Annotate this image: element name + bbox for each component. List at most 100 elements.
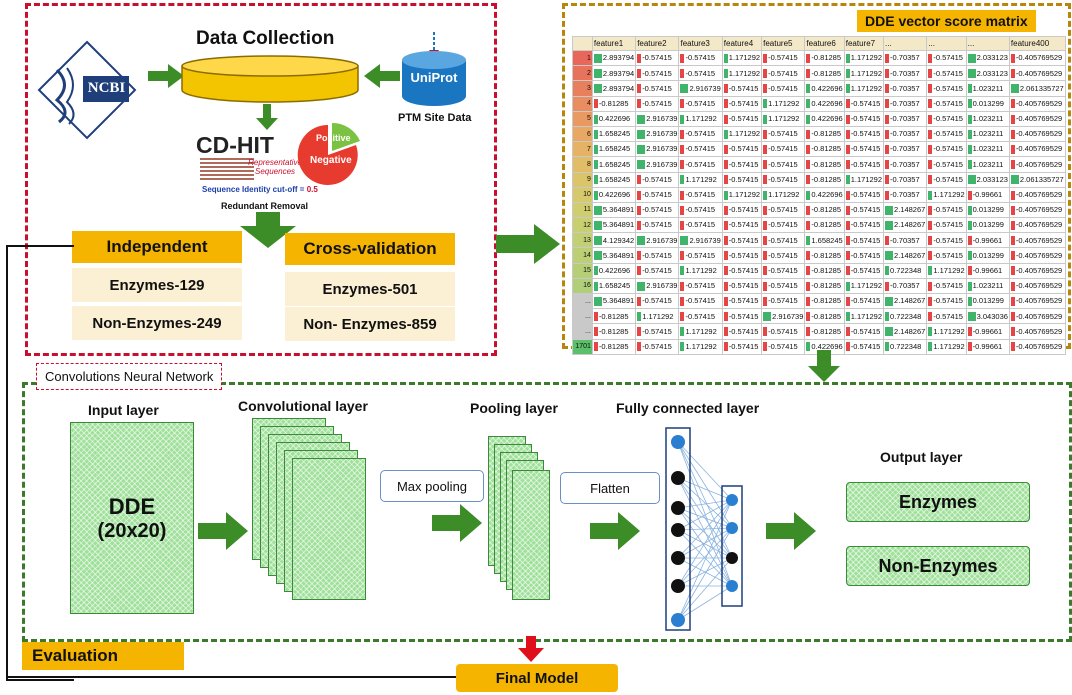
matrix-cell-bar	[885, 99, 890, 109]
matrix-cell: 1.171292	[761, 95, 806, 112]
matrix-cell-value: 5.364891	[602, 296, 635, 306]
matrix-cell: -0.57415	[721, 262, 763, 279]
matrix-header-cell: feature5	[761, 36, 806, 51]
matrix-cell: -0.405769529	[1008, 232, 1067, 249]
matrix-cell: -0.57415	[721, 247, 763, 264]
matrix-cell-value: 2.916739	[646, 114, 678, 124]
matrix-cell-value: -0.81285	[598, 326, 629, 336]
matrix-cell-bar	[763, 114, 768, 124]
matrix-cell-bar	[967, 69, 976, 79]
matrix-cell: -0.405769529	[1008, 125, 1067, 143]
matrix-cell-value: -0.405769529	[1015, 129, 1063, 139]
matrix-cell-value: -0.70357	[890, 53, 920, 63]
matrix-cell-bar	[763, 236, 768, 246]
matrix-cell: -0.70357	[883, 186, 928, 203]
matrix-cell: -0.57415	[721, 308, 763, 325]
matrix-cell-bar	[637, 296, 642, 306]
matrix-cell: 1.171292	[926, 338, 967, 355]
matrix-cell-value: -0.57415	[933, 235, 963, 245]
matrix-cell-bar	[680, 160, 685, 170]
matrix-cell-value: -0.70357	[890, 190, 920, 200]
matrix-cell-value: -0.57415	[768, 68, 798, 78]
matrix-cell-bar	[806, 53, 811, 63]
matrix-cell-value: -0.405769529	[1015, 341, 1063, 351]
matrix-cell: -0.57415	[843, 95, 885, 112]
matrix-cell-value: -0.57415	[685, 296, 716, 306]
matrix-cell: -0.57415	[843, 232, 885, 249]
matrix-cell: -0.57415	[721, 171, 763, 188]
matrix-cell: -0.70357	[883, 49, 928, 67]
matrix-cell-value: -0.57415	[685, 281, 716, 291]
matrix-cell: -0.57415	[843, 156, 885, 173]
matrix-cell: -0.57415	[926, 156, 967, 173]
matrix-cell: -0.405769529	[1008, 217, 1067, 234]
matrix-cell: -0.57415	[761, 141, 806, 158]
matrix-cell: -0.57415	[635, 217, 680, 234]
matrix-cell-bar	[928, 266, 933, 276]
matrix-cell: 1.023211	[965, 156, 1010, 173]
matrix-cell-bar	[928, 220, 933, 230]
matrix-cell-value: 0.422696	[598, 190, 631, 200]
matrix-cell-value: -0.57415	[850, 341, 881, 351]
matrix-cell: -0.57415	[926, 49, 967, 67]
cnn-panel	[22, 382, 1072, 642]
matrix-cell: 0.013299	[965, 292, 1010, 310]
matrix-row-label: 1701	[572, 338, 593, 355]
matrix-cell-bar	[637, 114, 646, 124]
matrix-cell-value: -0.57415	[728, 159, 759, 169]
matrix-cell-value: 1.658245	[598, 174, 631, 184]
matrix-cell-value: -0.57415	[642, 53, 672, 63]
matrix-cell-bar	[1010, 327, 1015, 337]
matrix-cell-bar	[637, 312, 642, 322]
matrix-cell: 1.171292	[843, 49, 885, 67]
matrix-cell-bar	[845, 236, 850, 246]
matrix-cell-value: -0.405769529	[1015, 296, 1063, 306]
matrix-row-label: ...	[572, 308, 593, 325]
matrix-cell-bar	[885, 190, 890, 200]
matrix-cell-value: 5.364891	[602, 250, 635, 260]
matrix-cell: -0.81285	[804, 201, 845, 219]
matrix-header-cell: ...	[883, 36, 928, 51]
ncbi-logo-text: NCBI	[87, 80, 126, 96]
matrix-cell: 2.916739	[635, 156, 680, 173]
matrix-cell: -0.57415	[721, 292, 763, 310]
matrix-cell-value: -0.57415	[642, 296, 672, 306]
matrix-cell-bar	[967, 175, 976, 185]
matrix-cell-value: 1.171292	[933, 190, 965, 200]
matrix-cell-value: -0.81285	[811, 159, 842, 169]
matrix-cell: -0.405769529	[1008, 262, 1067, 279]
matrix-cell: -0.57415	[761, 247, 806, 264]
matrix-cell-value: 2.061335727	[1019, 174, 1064, 184]
fc-layer-label: Fully connected layer	[616, 400, 760, 416]
matrix-cell: -0.57415	[926, 80, 967, 97]
matrix-cell: -0.57415	[761, 217, 806, 234]
matrix-cell: -0.57415	[843, 141, 885, 158]
matrix-cell-bar	[845, 296, 850, 306]
matrix-cell: -0.57415	[843, 247, 885, 264]
matrix-cell-bar	[967, 296, 972, 306]
matrix-cell: 0.422696	[804, 95, 845, 112]
dde-size-label: (20x20)	[97, 519, 167, 542]
matrix-cell: 1.171292	[721, 186, 763, 203]
matrix-cell-value: -0.405769529	[1015, 250, 1063, 260]
matrix-cell: -0.81285	[804, 292, 845, 310]
matrix-cell-value: 1.023211	[972, 83, 1004, 93]
arrow-pool-to-fc	[590, 512, 640, 550]
independent-enzymes-box: Enzymes-129	[72, 268, 242, 302]
matrix-cell: -0.57415	[678, 65, 723, 82]
matrix-cell-bar	[680, 84, 689, 94]
matrix-cell-bar	[680, 312, 685, 322]
matrix-cell-bar	[723, 190, 728, 200]
matrix-cell-value: -0.81285	[811, 265, 842, 275]
matrix-cell-value: -0.57415	[768, 159, 798, 169]
matrix-cell: 1.171292	[843, 80, 885, 97]
matrix-cell-bar	[928, 251, 933, 261]
matrix-cell-bar	[885, 144, 890, 154]
matrix-cell-bar	[763, 296, 768, 306]
matrix-cell: -0.57415	[926, 141, 967, 158]
matrix-cell-value: 2.893794	[602, 53, 635, 63]
matrix-cell: -0.57415	[761, 262, 806, 279]
matrix-cell-bar	[806, 114, 811, 124]
